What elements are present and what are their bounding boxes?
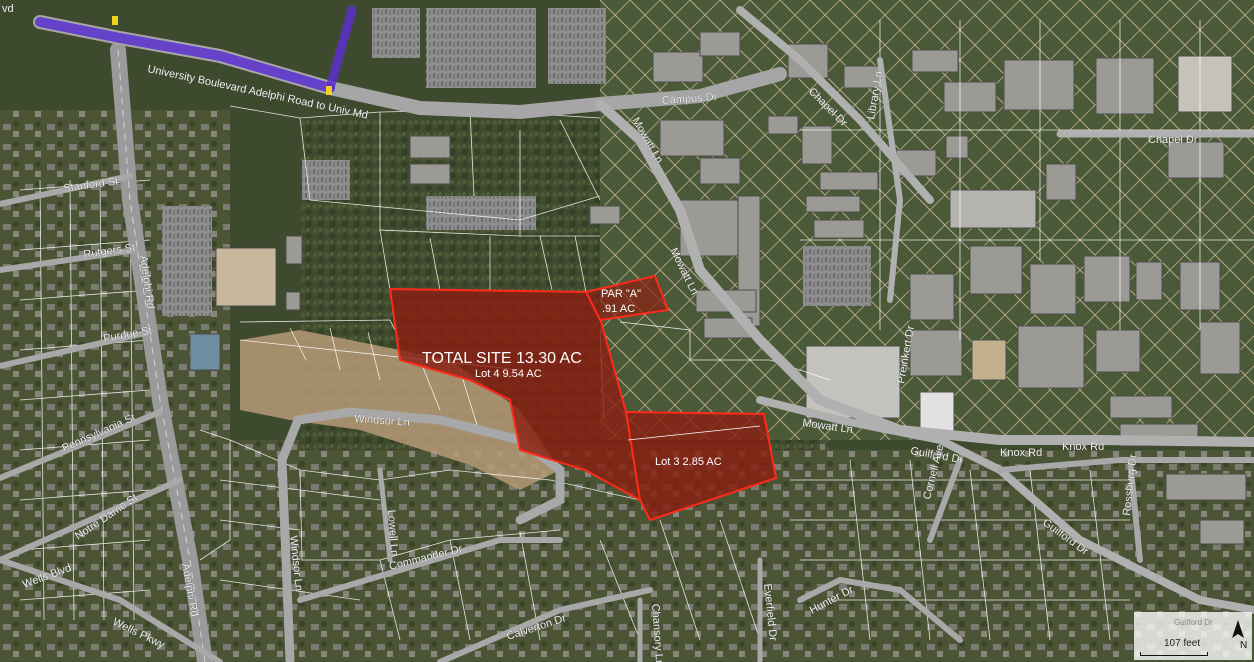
parking-lot — [372, 8, 420, 58]
road-label: Chapel Dr — [1148, 134, 1198, 146]
road-label: Knox Rd — [1000, 447, 1042, 459]
total-site-label: TOTAL SITE 13.30 AC — [422, 350, 582, 367]
parking-lot — [162, 206, 212, 316]
basemap-road-label: Guilford Dr — [1174, 618, 1213, 627]
parcel-lines — [19, 20, 1254, 641]
parking-lot — [548, 8, 606, 84]
scale-legend: Guilford Dr 107 feet N — [1134, 612, 1252, 660]
subject-site[interactable] — [388, 274, 778, 522]
parking-lot — [302, 160, 350, 200]
traffic-signal-icon — [112, 16, 118, 25]
road-label: Campus Dr — [661, 91, 718, 107]
road-label: Windsor Ln — [354, 413, 410, 429]
road-label: Windsor Ln — [287, 535, 305, 592]
parking-lot — [426, 8, 536, 88]
lot-4-label: Lot 4 9.54 AC — [475, 368, 542, 380]
scale-label: 107 feet — [1164, 638, 1201, 649]
parcel-a-area: .91 AC — [602, 303, 635, 315]
roads — [0, 5, 1254, 662]
scale-bar — [1140, 652, 1208, 656]
north-arrow-icon: N — [1226, 620, 1250, 656]
road-label: Knox Rd — [1062, 441, 1104, 453]
north-label: N — [1240, 640, 1248, 651]
road-label: Chansory Ln — [649, 603, 665, 662]
windsor-lane — [277, 407, 565, 662]
lot-3-parcel — [624, 410, 778, 522]
road-label: Lowell Ln — [385, 509, 400, 556]
road-label: vd — [2, 3, 14, 15]
cleared-land — [240, 330, 560, 490]
lot-3-label: Lot 3 2.85 AC — [655, 456, 722, 468]
parking-lot — [803, 246, 871, 306]
lot-line — [627, 425, 761, 441]
traffic-signal-icon — [326, 86, 332, 95]
parcel-a — [584, 274, 670, 322]
parcel-a-label: PAR "A" — [601, 288, 641, 300]
